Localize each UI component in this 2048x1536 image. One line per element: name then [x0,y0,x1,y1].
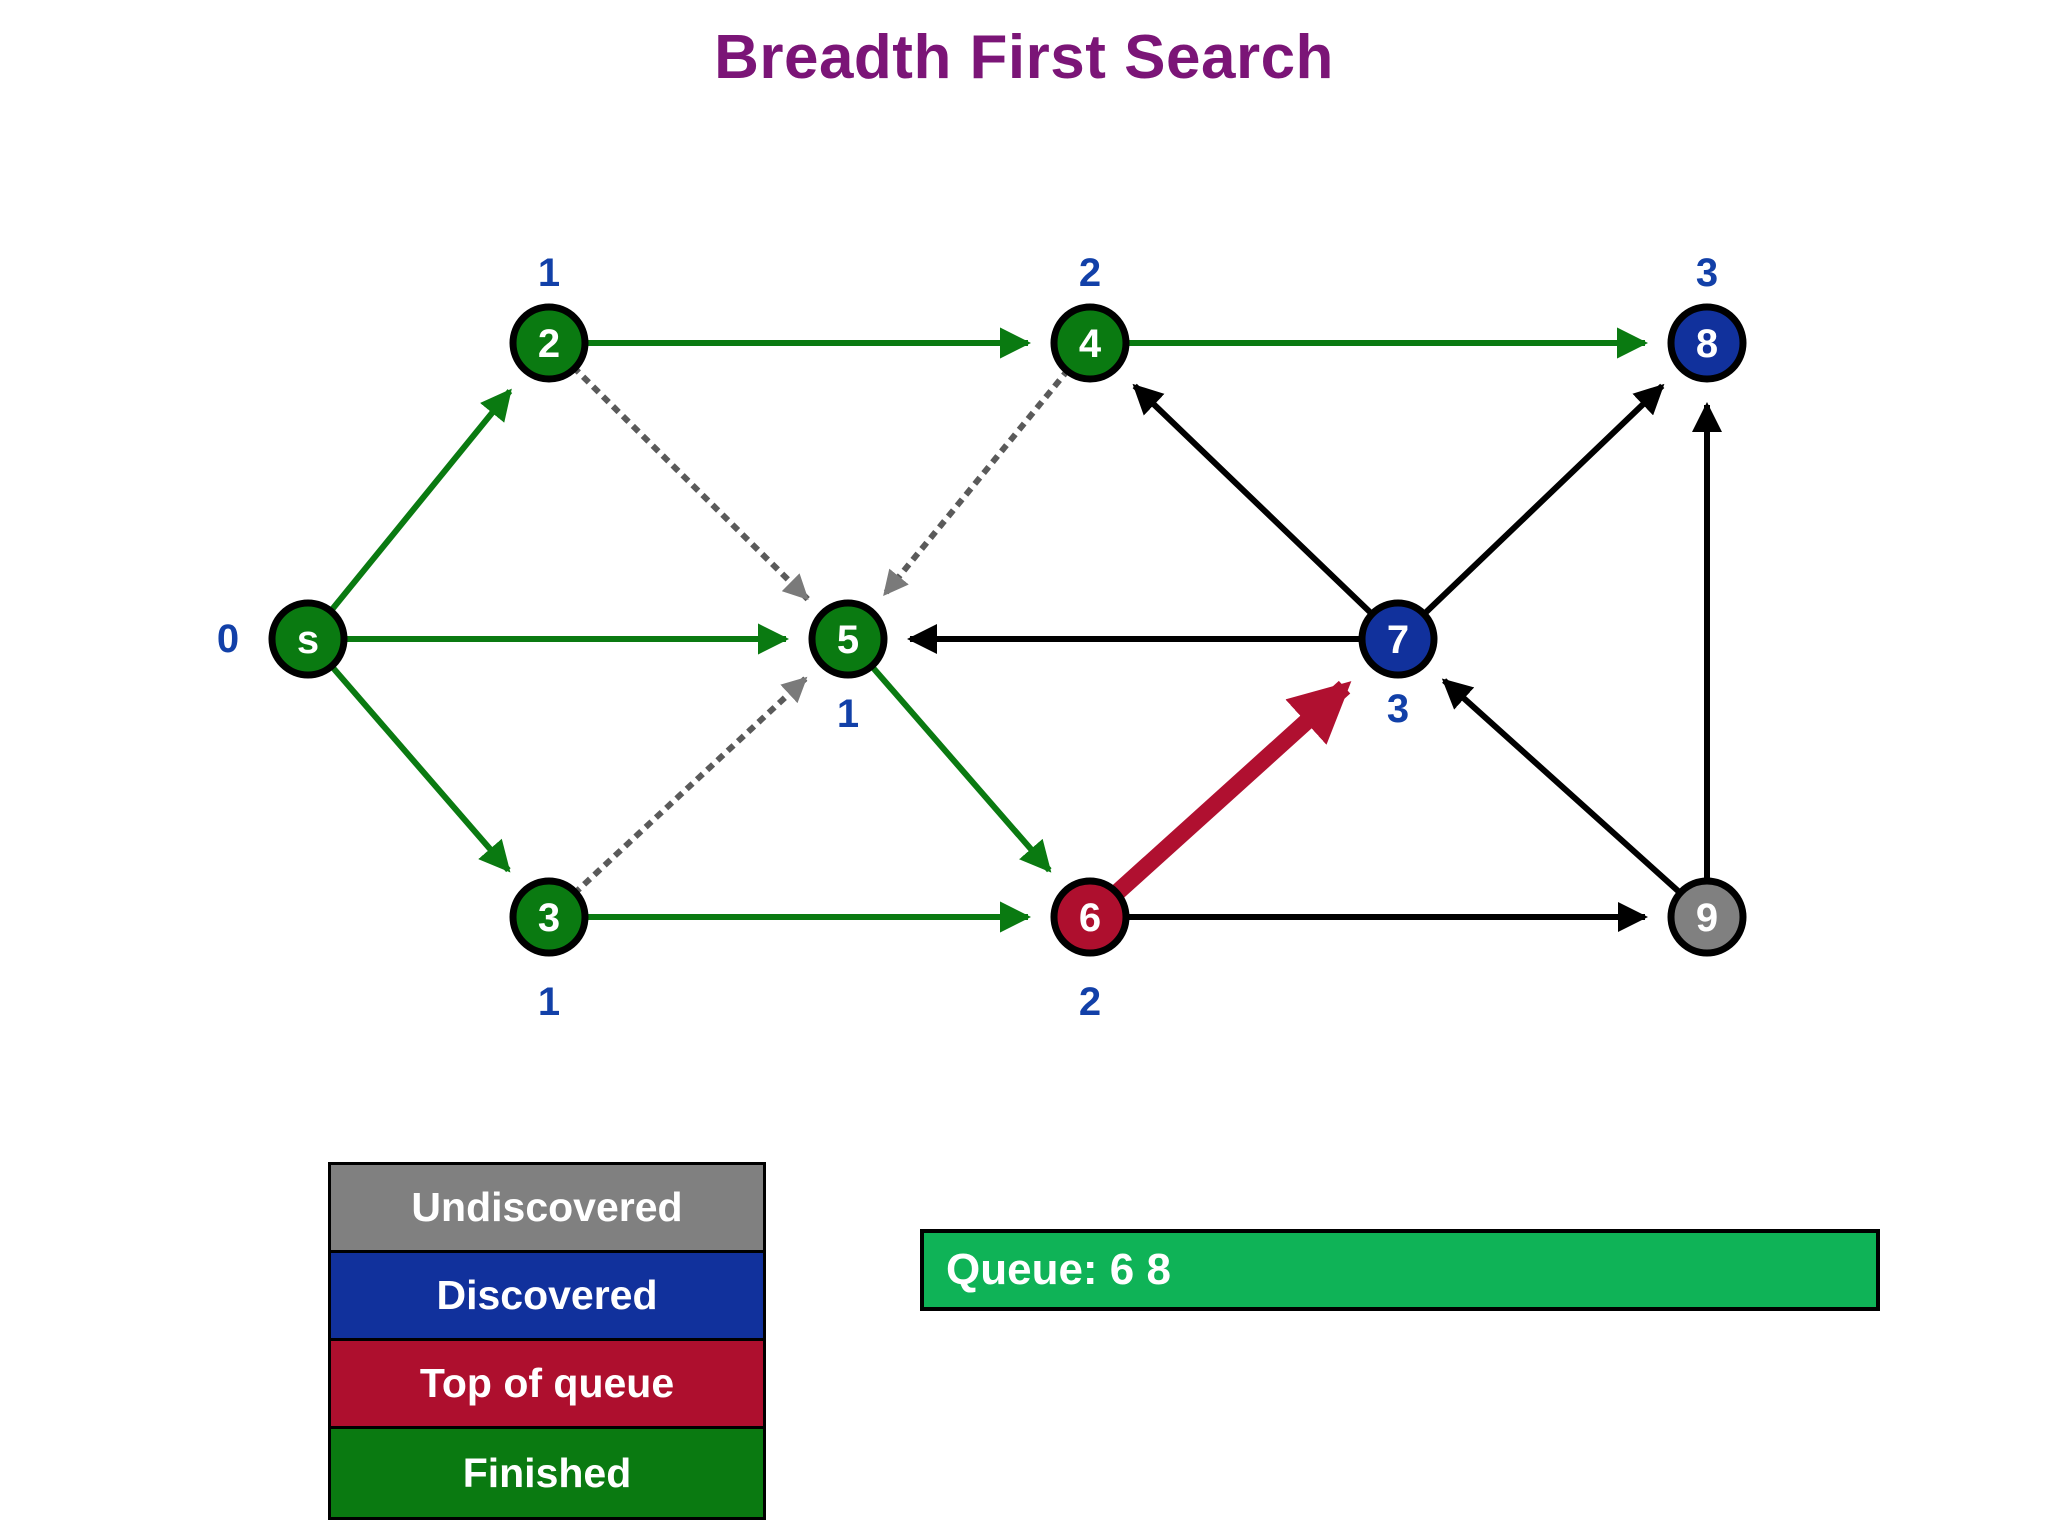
node-label-s: s [297,618,319,662]
graph-node-3[interactable]: 3 [509,877,589,957]
graph-node-8[interactable]: 8 [1667,303,1747,383]
node-circle-8 [1667,303,1747,383]
node-circle-4 [1050,303,1130,383]
node-label-2: 2 [538,322,560,366]
graph-node-5[interactable]: 5 [808,599,888,679]
nodes-layer: s 2 3 5 4 6 7 8 9 [268,303,1747,957]
node-label-7: 7 [1387,618,1409,662]
distance-label-8: 3 [1696,251,1718,295]
legend-row-finished: Finished [331,1429,763,1517]
graph-node-2[interactable]: 2 [509,303,589,383]
distance-label-2: 1 [538,251,560,295]
graph-edge-6-7 [1111,680,1352,899]
distance-label-4: 2 [1079,251,1101,295]
node-label-5: 5 [837,618,859,662]
distance-label-s: 0 [217,617,239,661]
graph-node-s[interactable]: s [268,599,348,679]
node-label-4: 4 [1079,322,1102,366]
node-circle-6 [1050,877,1130,957]
node-circle-2 [509,303,589,383]
graph-edge-s-2 [329,388,513,613]
node-label-8: 8 [1696,322,1718,366]
graph-edge-7-4 [1132,383,1374,616]
graph-node-7[interactable]: 7 [1358,599,1438,679]
distance-label-5: 1 [837,692,859,736]
legend-label-top_of_queue: Top of queue [419,1360,675,1406]
node-label-9: 9 [1696,896,1718,940]
node-label-6: 6 [1079,896,1101,940]
node-circle-3 [509,877,589,957]
node-circle-s [268,599,348,679]
queue-text: Queue: 6 8 [946,1245,1171,1294]
graph-edge-3-5 [571,674,810,897]
graph-edge-4-5 [880,367,1071,599]
graph-edge-5-6 [870,664,1052,873]
legend-row-undiscovered: Undiscovered [331,1165,763,1253]
graph-node-9[interactable]: 9 [1667,877,1747,957]
distance-labels-layer: 0 1 1 1 2 2 3 3 [217,251,1718,1024]
node-circle-7 [1358,599,1438,679]
distance-label-7: 3 [1387,687,1409,731]
node-circle-9 [1667,877,1747,957]
graph-node-4[interactable]: 4 [1050,303,1130,383]
graph-edge-2-5 [571,364,812,603]
legend-row-top_of_queue: Top of queue [331,1341,763,1429]
node-circle-5 [808,599,888,679]
graph-edge-s-3 [329,664,511,873]
legend-label-discovered: Discovered [436,1272,658,1318]
legend-label-finished: Finished [462,1449,632,1496]
graph-node-6[interactable]: 6 [1050,877,1130,957]
graph-edge-7-8 [1422,383,1665,616]
distance-label-3: 1 [538,980,560,1024]
node-label-3: 3 [538,896,560,940]
legend-row-discovered: Discovered [331,1253,763,1341]
edges-layer [329,327,1722,933]
distance-label-6: 2 [1079,980,1101,1024]
legend-label-undiscovered: Undiscovered [411,1184,683,1230]
page-title: Breadth First Search [714,23,1334,92]
graph-edge-9-7 [1441,678,1682,895]
queue-bar: Queue: 6 8 [920,1229,1880,1311]
